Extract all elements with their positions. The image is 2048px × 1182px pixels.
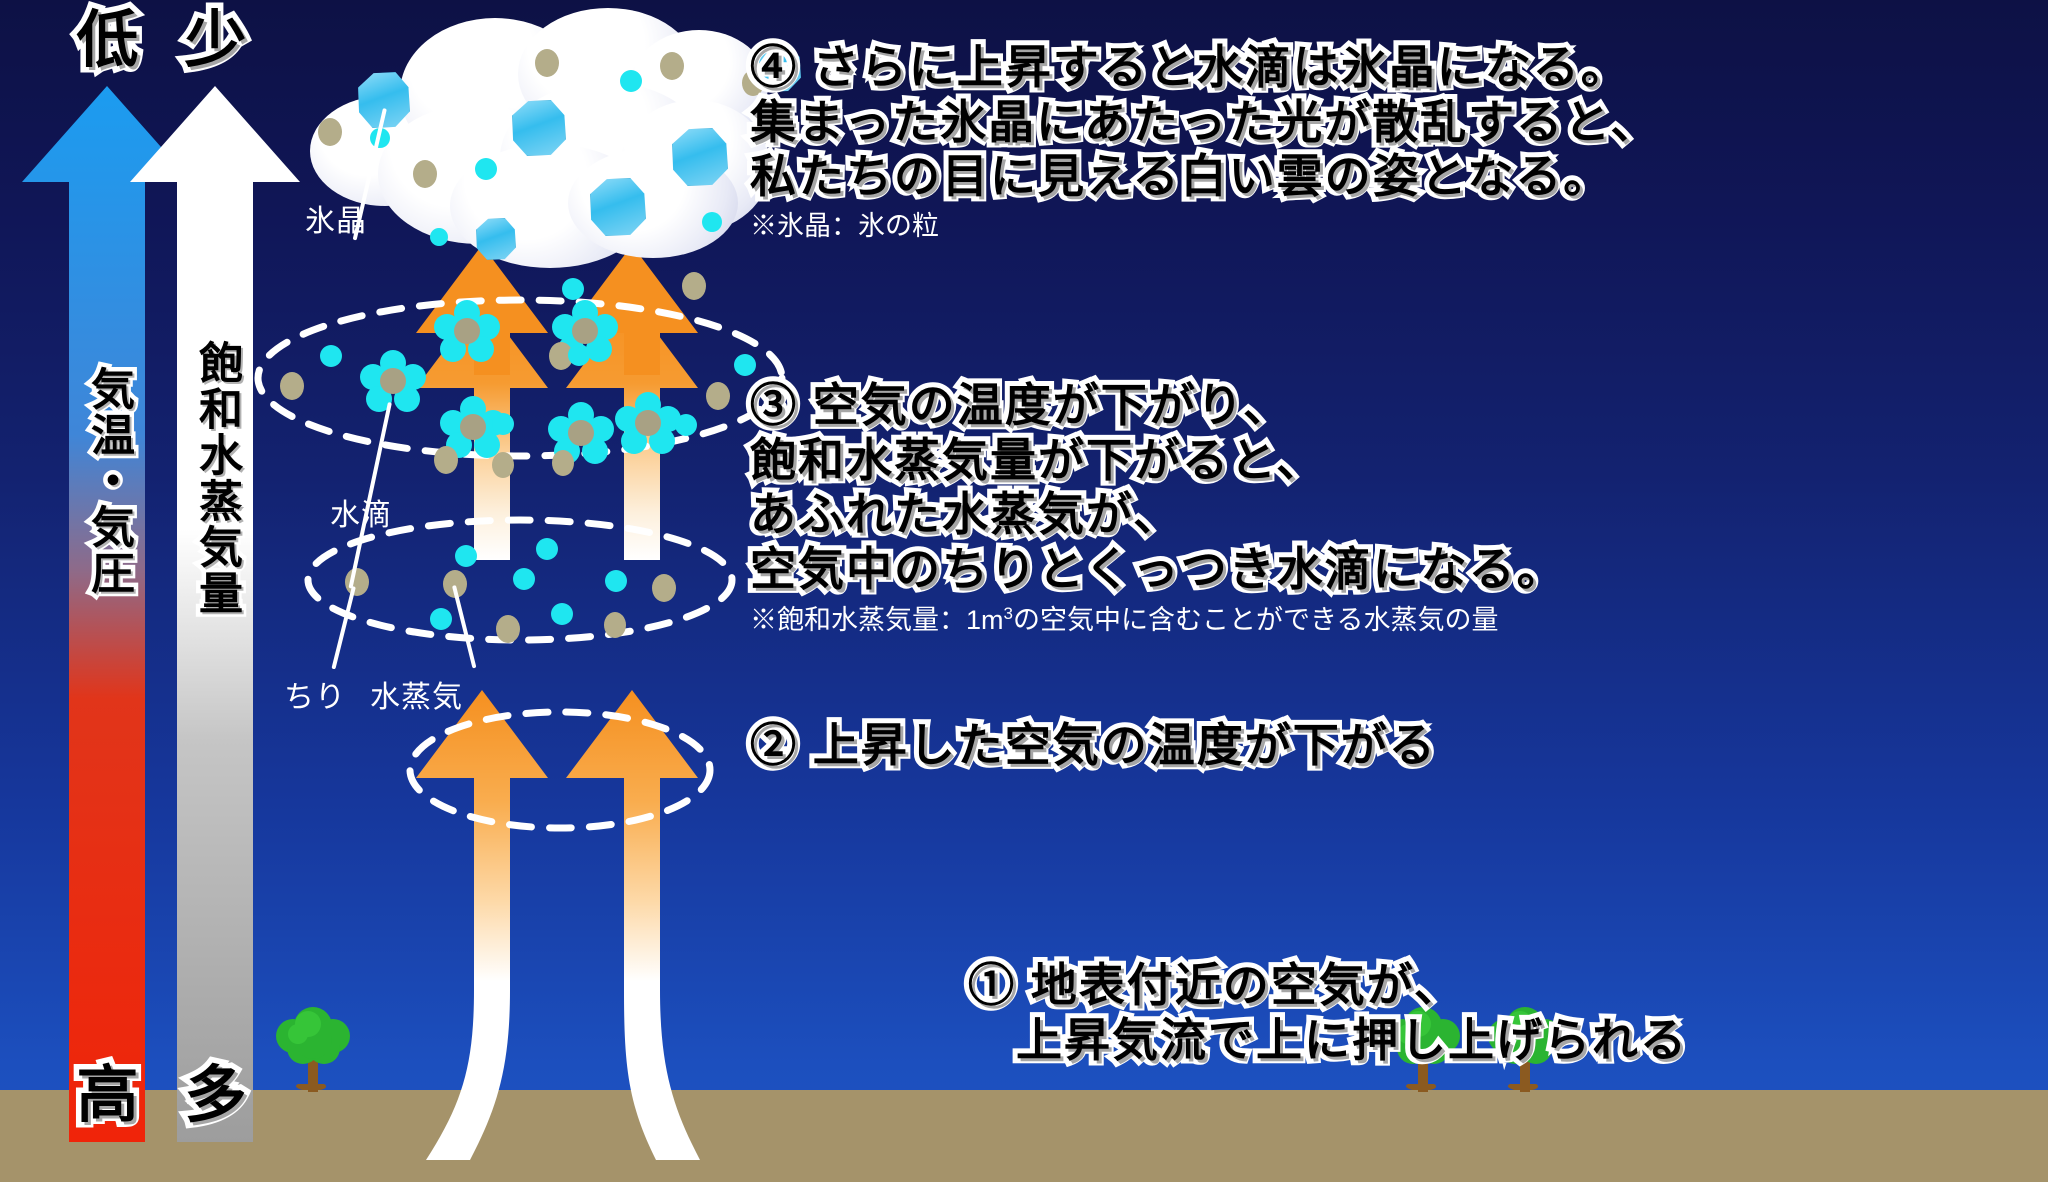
scale-temperature-pressure: 低 気温・気圧 高 <box>20 4 195 1142</box>
scale-vertical-label-2: 飽和水蒸気量 <box>187 336 245 621</box>
scale-top-label-1: 低 <box>71 4 144 77</box>
vapor-dot <box>320 345 342 367</box>
step-4-note: ※氷晶：氷の粒 <box>750 211 939 242</box>
step-2: ② 上昇した空気の温度が下がる <box>745 714 1440 776</box>
step-3-line-1: ③ 空気の温度が下がり、 <box>745 374 1294 436</box>
vapor-dot <box>702 212 722 232</box>
step-1-line-1: ① 地表付近の空気が、 <box>963 954 1465 1016</box>
dust-dot <box>604 612 626 638</box>
scale-saturation-vapor: 少 飽和水蒸気量 多 <box>128 4 303 1142</box>
step-3: ③ 空気の温度が下がり、 飽和水蒸気量が下がると、 あふれた水蒸気が、 空気中の… <box>745 374 1568 638</box>
step-3-note: ※飽和水蒸気量：1m3の空気中に含むことができる水蒸気の量 <box>750 603 1565 638</box>
step-3-note-suffix: の空気中に含むことができる水蒸気の量 <box>1012 604 1499 635</box>
scale-vertical-label-1: 気温・気圧 <box>79 362 137 601</box>
step-1: ① 地表付近の空気が、 上昇気流で上に押し上げられる <box>963 954 1691 1071</box>
step-4-line-1: ④ さらに上昇すると水滴は氷晶になる。 <box>745 36 1632 98</box>
label-water-vapor: 水蒸気 <box>370 681 463 714</box>
scale-bottom-label-1: 高 <box>71 1059 144 1132</box>
vapor-dot <box>536 538 558 560</box>
vapor-dot <box>513 568 535 590</box>
step-4-line-3: 私たちの目に見える白い雲の姿となる。 <box>745 145 1614 207</box>
step-3-note-prefix: ※飽和水蒸気量：1m <box>750 604 1004 635</box>
water-droplet-cluster <box>360 350 426 414</box>
vapor-dot <box>430 608 452 630</box>
step-4-line-2: 集まった氷晶にあたった光が散乱すると、 <box>745 91 1661 153</box>
water-droplet-cluster <box>615 392 681 456</box>
scale-arrow-2 <box>130 86 300 1142</box>
scale-top-label-2: 少 <box>179 4 252 77</box>
step-3-line-3: あふれた水蒸気が、 <box>745 483 1184 545</box>
vapor-dot <box>492 413 514 435</box>
vapor-dot <box>620 70 642 92</box>
dust-dot <box>413 160 437 188</box>
water-droplet-cluster <box>434 300 500 364</box>
vapor-dot <box>430 228 448 246</box>
dotted-ellipse-ground <box>400 700 720 845</box>
dust-dot <box>492 452 514 478</box>
dust-dot <box>682 272 706 300</box>
step-3-line-2: 飽和水蒸気量が下がると、 <box>745 429 1327 491</box>
ice-crystal-5 <box>755 44 801 92</box>
label-dust: ちり <box>284 681 346 714</box>
updraft-top-left <box>412 245 552 375</box>
vapor-dot <box>551 603 573 625</box>
dotted-ellipse-low <box>300 510 740 655</box>
vapor-dot <box>562 278 584 300</box>
tree-right-1 <box>1368 1000 1478 1097</box>
label-water-droplet: 水滴 <box>330 499 392 532</box>
scale-bottom-label-2: 多 <box>179 1059 252 1132</box>
dust-dot <box>660 52 684 80</box>
dust-dot <box>652 574 676 602</box>
dust-dot <box>280 372 304 400</box>
vapor-dot <box>675 414 697 436</box>
ground-strip <box>0 1090 2048 1182</box>
vapor-dot <box>605 570 627 592</box>
dust-dot <box>318 118 342 146</box>
dust-dot <box>742 70 764 96</box>
dust-dot <box>706 382 730 410</box>
ice-crystal-2 <box>672 128 728 186</box>
water-droplet-cluster <box>440 396 506 460</box>
ice-crystal-4 <box>590 178 646 236</box>
vapor-dot <box>475 158 497 180</box>
tree-right-2 <box>1470 1000 1580 1097</box>
updraft-bottom-left <box>412 690 552 1160</box>
step-1-line-2: 上昇気流で上に押し上げられる <box>1011 1009 1691 1071</box>
dust-dot <box>434 446 458 474</box>
step-4: ④ さらに上昇すると水滴は氷晶になる。 集まった氷晶にあたった光が散乱すると、 … <box>745 36 1661 244</box>
step-2-line-1: ② 上昇した空気の温度が下がる <box>745 714 1440 776</box>
dotted-ellipse-mid <box>250 288 790 473</box>
vapor-dot <box>455 545 477 567</box>
step-3-line-4: 空気中のちりとくっつき水滴になる。 <box>745 538 1568 600</box>
label-ice-crystal: 氷晶 <box>305 205 367 238</box>
dust-dot <box>535 49 559 77</box>
scale-arrow-1 <box>22 86 192 1142</box>
step-3-note-sup: 3 <box>1003 603 1013 623</box>
dust-dot <box>496 615 520 643</box>
dust-dot <box>552 450 574 476</box>
updraft-bottom-right <box>562 690 702 1160</box>
vapor-dot <box>568 344 590 366</box>
ice-crystal-6 <box>476 218 516 260</box>
vapor-dot <box>734 354 756 376</box>
tree-left <box>258 1000 368 1097</box>
